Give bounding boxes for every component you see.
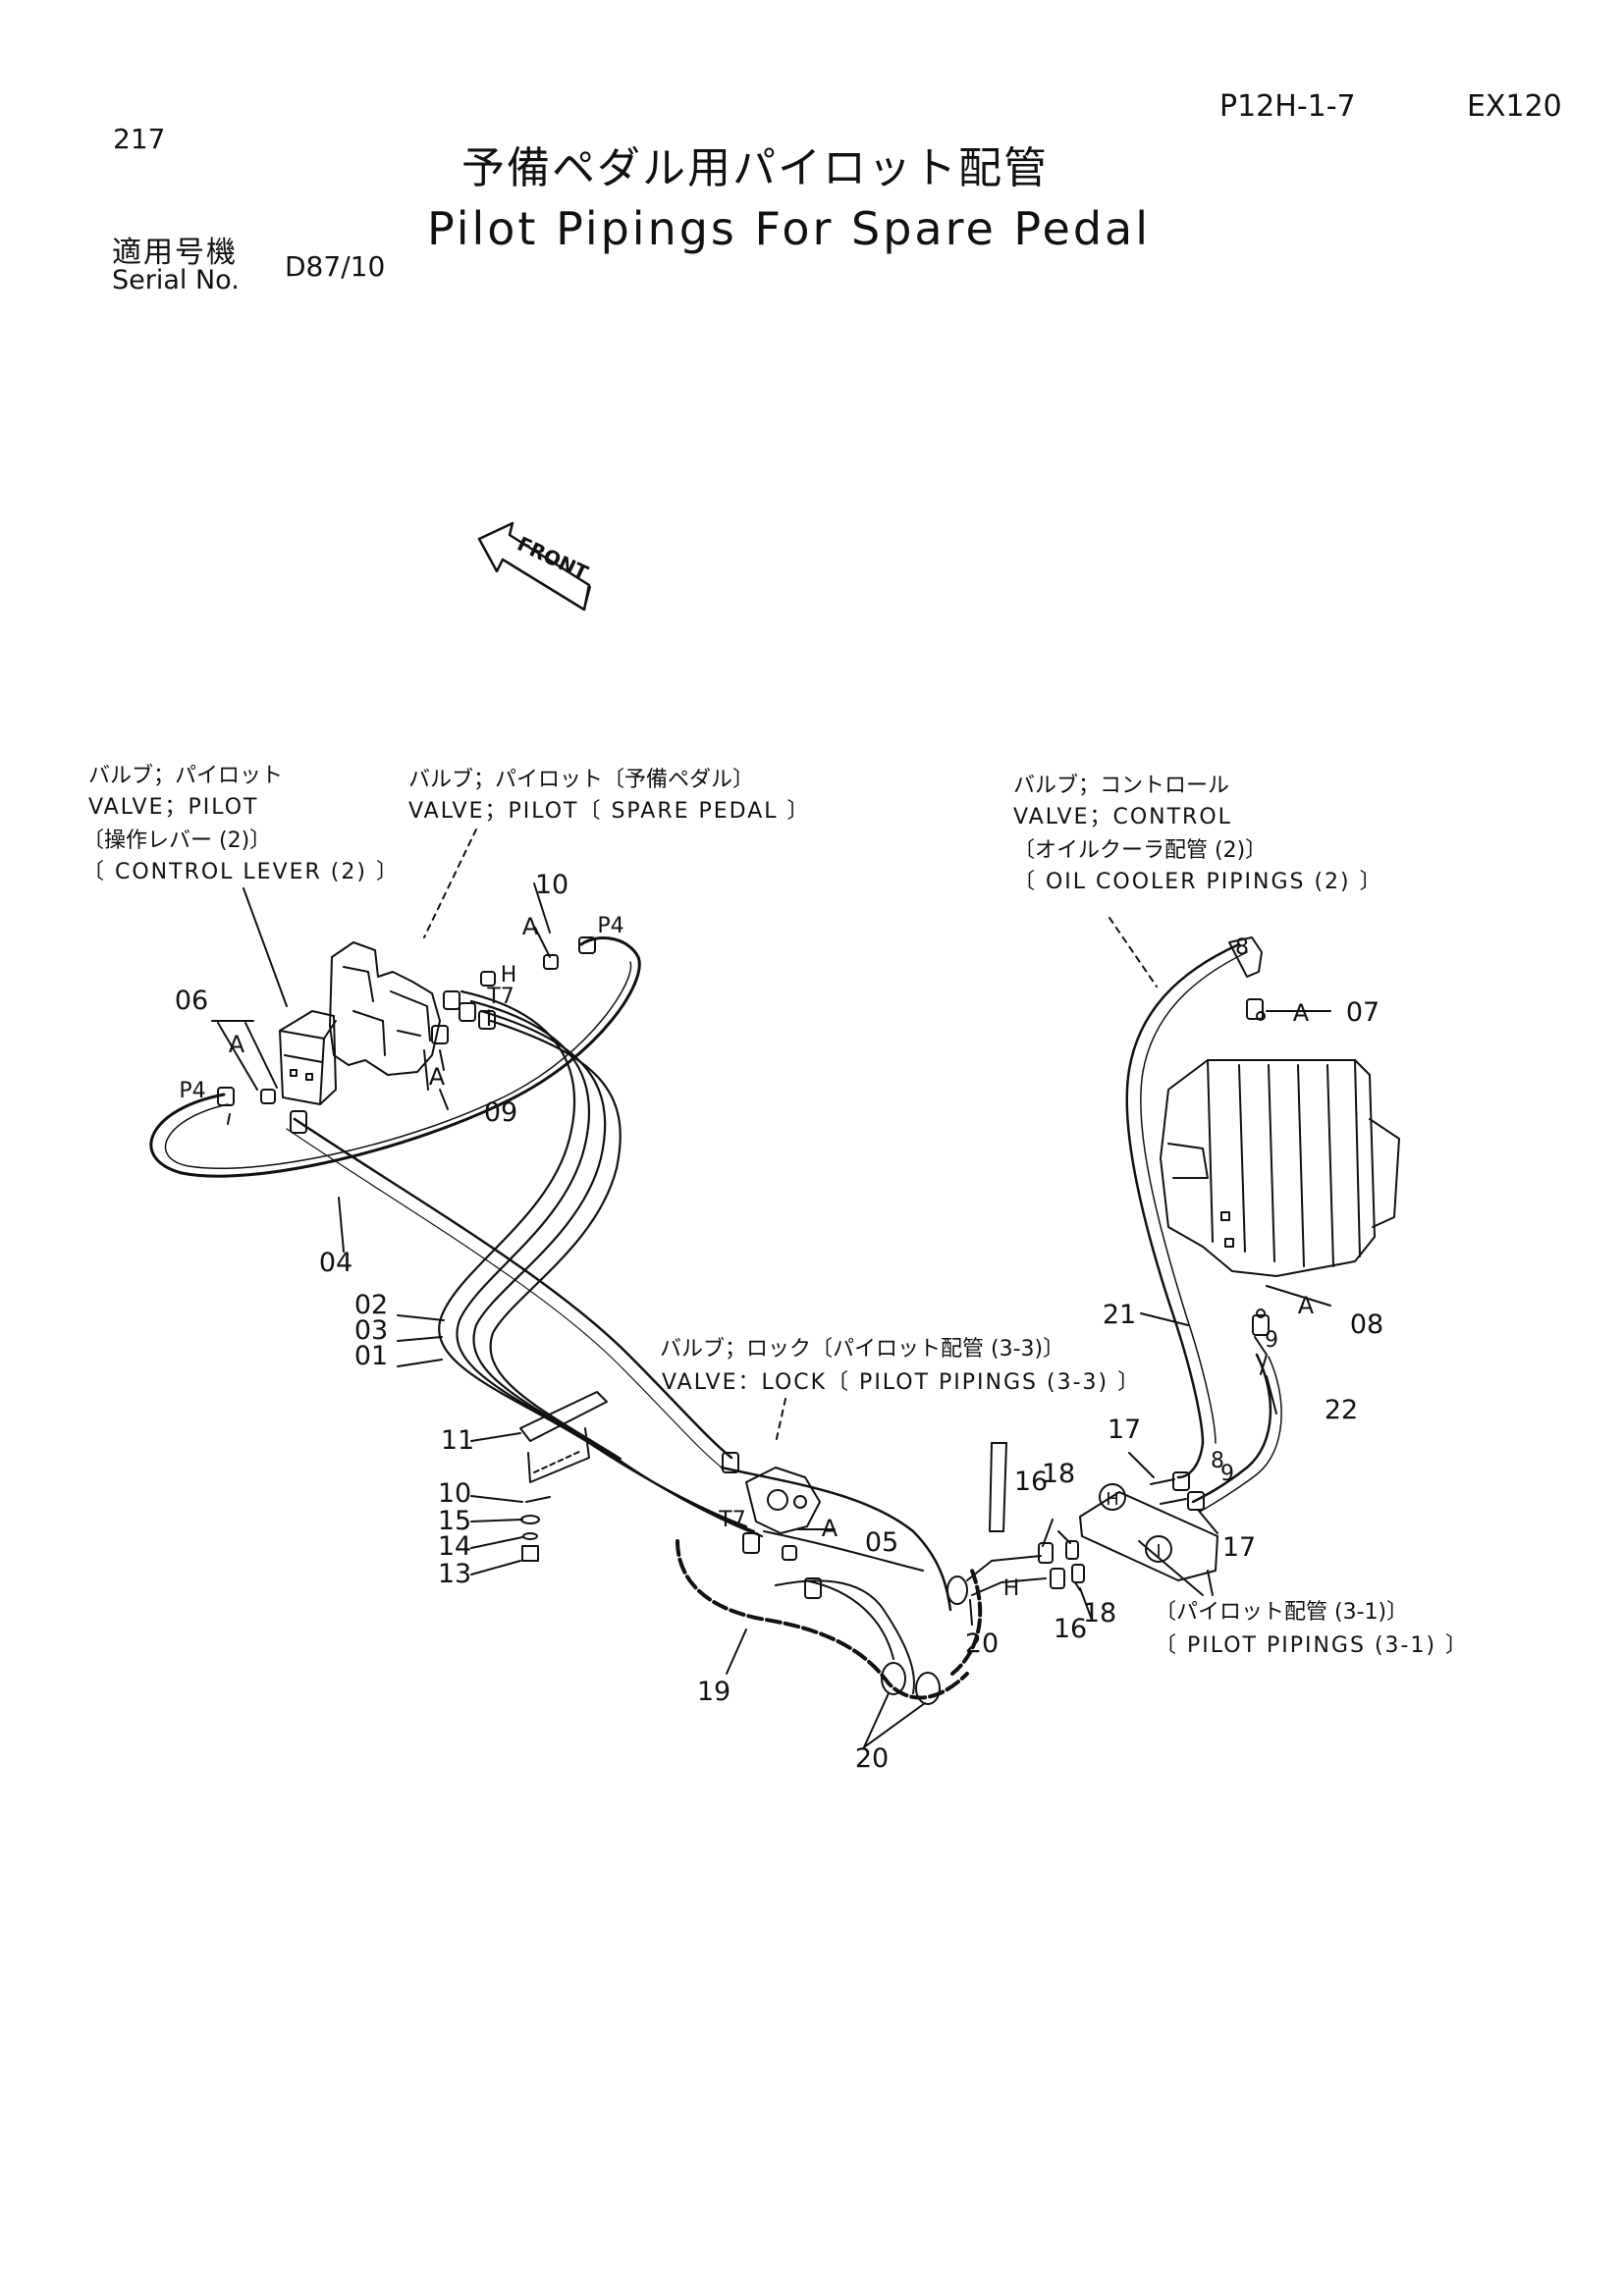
- port-label-h-lower: H: [1003, 1576, 1020, 1601]
- control-valve-block: [1160, 1011, 1400, 1318]
- part-number-12: 11: [441, 1425, 474, 1456]
- part-number-05: 05: [865, 1527, 898, 1558]
- part-number-04: 04: [319, 1248, 352, 1278]
- part-number-20-a: 20: [855, 1743, 889, 1774]
- serial-value: D87/10: [285, 250, 386, 283]
- detail-mark-a-6: A: [822, 1515, 839, 1542]
- callout-valve-lock-jp: バルブ；ロック〔パイロット配管 (3-3)〕: [660, 1337, 1065, 1362]
- page-code: P12H-1-7: [1219, 89, 1356, 124]
- serial-label-english: Serial No.: [112, 265, 240, 295]
- part-number-13: 13: [438, 1559, 471, 1589]
- part-number-09: 09: [484, 1097, 517, 1128]
- serial-label-japanese: 適用号機: [112, 236, 238, 270]
- part-number-10: 10: [535, 870, 568, 900]
- callout-pilot-pipings-31-jp: 〔パイロット配管 (3-1)〕: [1155, 1600, 1409, 1625]
- callout-valve-pilot-spare-en: VALVE；PILOT〔 SPARE PEDAL 〕: [408, 799, 811, 824]
- pilot-valve-lever: [279, 1010, 337, 1105]
- part-number-16-a: 16: [1014, 1467, 1048, 1497]
- callout-valve-pilot-lever-en2: 〔 CONTROL LEVER (2) 〕: [82, 860, 400, 884]
- port-label-t7-left: T7: [486, 985, 514, 1009]
- front-arrow-label: FRONT: [514, 532, 592, 585]
- detail-mark-a-5: A: [1298, 1292, 1315, 1319]
- port-label-t7-lower: T7: [718, 1508, 745, 1532]
- callout-valve-pilot-spare-jp: バルブ；パイロット〔予備ペダル〕: [408, 768, 755, 792]
- part-number-16-b: 16: [1054, 1614, 1087, 1644]
- part-number-14: 14: [438, 1531, 471, 1562]
- callout-valve-control-jp: バルブ；コントロール: [1013, 774, 1230, 798]
- part-number-07: 07: [1346, 997, 1380, 1028]
- part-number-11: 10: [438, 1478, 471, 1509]
- callout-valve-pilot-lever-en: VALVE；PILOT: [88, 795, 259, 820]
- port-label-i-circle: I: [1156, 1541, 1161, 1562]
- callout-valve-lock-en: VALVE：LOCK〔 PILOT PIPINGS (3-3) 〕: [662, 1370, 1142, 1395]
- port-label-9-lower: 9: [1220, 1462, 1234, 1486]
- port-label-h-left: H: [501, 963, 517, 988]
- part-number-15: 15: [438, 1506, 471, 1536]
- part-number-01: 01: [354, 1341, 388, 1371]
- port-label-9-upper: 9: [1265, 1328, 1278, 1353]
- port-label-8-lower: 8: [1211, 1449, 1224, 1473]
- callout-valve-pilot-lever-jp: バルブ；パイロット: [88, 764, 284, 788]
- detail-mark-a-2: A: [522, 913, 539, 940]
- part-number-03: 03: [354, 1315, 388, 1346]
- callout-valve-control-en: VALVE；CONTROL: [1013, 805, 1232, 829]
- callout-pilot-pipings-31-en: 〔 PILOT PIPINGS (3-1) 〕: [1155, 1633, 1470, 1658]
- model-code: EX120: [1467, 89, 1562, 124]
- callout-valve-pilot-lever-jp2: 〔操作レバー (2)〕: [82, 828, 272, 853]
- detail-mark-a-1: A: [229, 1031, 245, 1058]
- part-number-02: 02: [354, 1290, 388, 1320]
- front-arrow-icon: [477, 521, 591, 612]
- part-number-17-a: 17: [1108, 1415, 1141, 1445]
- pilot-valve-spare-pedal: [329, 941, 441, 1076]
- page-number: 217: [113, 123, 166, 155]
- callout-valve-control-en2: 〔 OIL COOLER PIPINGS (2) 〕: [1013, 870, 1383, 894]
- title-japanese: 予備ペダル用パイロット配管: [461, 143, 1049, 193]
- port-label-p4-left: P4: [179, 1079, 205, 1103]
- port-label-h-circle: H: [1106, 1489, 1119, 1510]
- part-number-19: 19: [697, 1677, 730, 1707]
- port-label-p4-right: P4: [597, 914, 623, 938]
- part-number-21: 21: [1103, 1300, 1136, 1330]
- part-number-06: 06: [175, 986, 208, 1016]
- part-number-08: 08: [1350, 1309, 1383, 1340]
- detail-mark-a-3: A: [429, 1063, 446, 1091]
- lock-valve: [745, 1467, 821, 1534]
- part-number-20-b: 20: [965, 1629, 999, 1659]
- port-label-i-left: I: [486, 1007, 493, 1032]
- port-label-8-top: 8: [1235, 935, 1249, 960]
- title-english: Pilot Pipings For Spare Pedal: [427, 202, 1151, 255]
- callout-valve-control-jp2: 〔オイルクーラ配管 (2)〕: [1013, 838, 1268, 863]
- part-number-18-a: 18: [1042, 1459, 1075, 1489]
- part-number-17-b: 17: [1222, 1532, 1256, 1563]
- detail-mark-a-4: A: [1293, 999, 1310, 1027]
- part-number-18-b: 18: [1083, 1598, 1116, 1629]
- part-number-22: 22: [1325, 1395, 1358, 1425]
